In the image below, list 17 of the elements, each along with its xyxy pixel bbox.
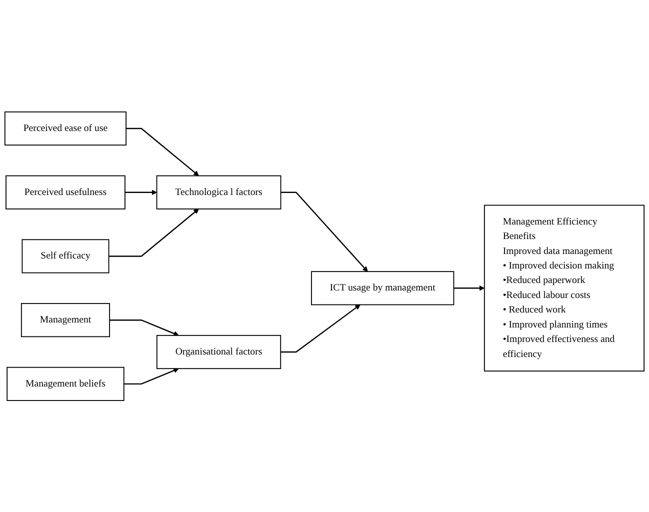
node-box: Management bbox=[20, 302, 110, 337]
node-box: Self efficacy bbox=[22, 238, 110, 274]
node-box: Perceived ease of use bbox=[4, 111, 127, 146]
node-box: Perceived usefulness bbox=[6, 175, 126, 210]
node-box: ICT usage by management bbox=[311, 270, 454, 305]
arrow bbox=[126, 128, 199, 176]
arrow bbox=[108, 208, 199, 257]
arrow bbox=[454, 285, 485, 291]
arrow bbox=[110, 319, 179, 336]
arrow bbox=[280, 192, 368, 272]
node-box: Management Efficiency Benefits Improved data management • Improved decision making •Reduced paperwork •Reduced labour costs • Reduced work • Improved planning times •Improved effectiveness and efficiency bbox=[484, 204, 645, 372]
node-box: Organisational factors bbox=[156, 334, 282, 369]
arrow bbox=[124, 189, 157, 195]
arrow bbox=[280, 304, 360, 352]
arrow bbox=[124, 368, 179, 384]
node-box: Technologica l factors bbox=[156, 175, 282, 210]
node-box: Management beliefs bbox=[6, 366, 124, 401]
